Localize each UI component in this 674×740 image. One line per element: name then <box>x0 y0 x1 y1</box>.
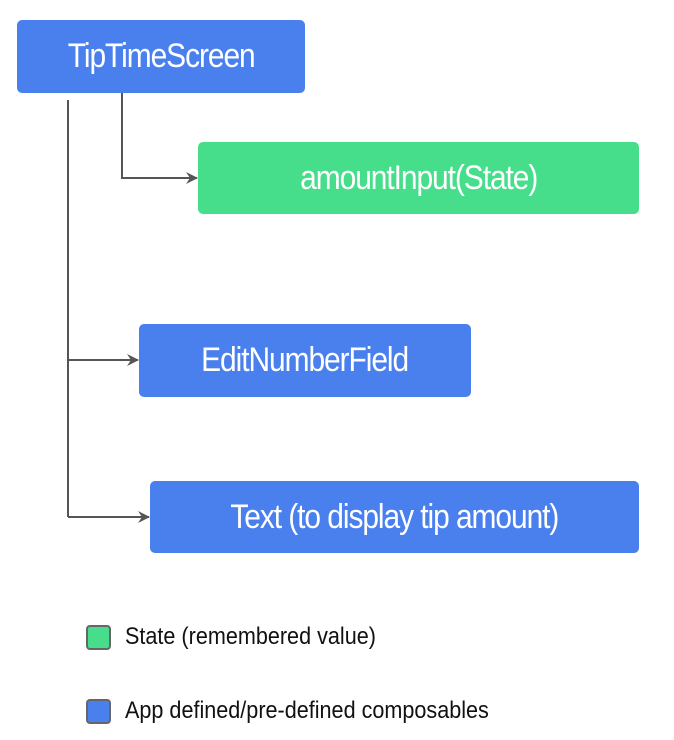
node-label: EditNumberField <box>201 341 410 379</box>
legend-swatch-blue <box>86 698 111 724</box>
legend-item-composable: App defined/pre-defined composables <box>86 697 529 725</box>
legend-item-state: State (remembered value) <box>86 623 404 651</box>
node-tip-time-screen: TipTimeScreen <box>17 20 305 93</box>
node-amount-input-state: amountInput(State) <box>198 142 639 214</box>
node-label: Text (to display tip amount) <box>230 497 560 536</box>
node-label: TipTimeScreen <box>67 37 256 75</box>
node-label: amountInput(State) <box>299 158 538 197</box>
node-text: Text (to display tip amount) <box>150 481 639 553</box>
node-edit-number-field: EditNumberField <box>139 324 471 397</box>
connector-root-to-state <box>121 93 198 184</box>
legend-label: State (remembered value) <box>125 623 376 650</box>
legend-swatch-green <box>86 624 111 650</box>
legend-label: App defined/pre-defined composables <box>125 697 489 724</box>
